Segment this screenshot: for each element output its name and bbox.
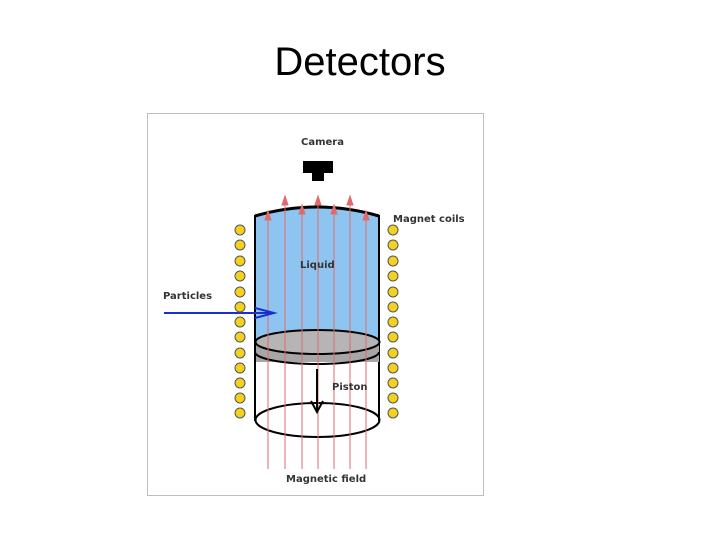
magnet-coils-left — [234, 224, 246, 419]
diagram-canvas: Camera Magnet coils Liquid Particles Pis… — [163, 137, 465, 485]
piston-down-arrow — [310, 369, 324, 415]
magnet-coils-right — [387, 224, 399, 419]
magnetic-field-lines — [264, 194, 370, 469]
bubble-chamber-diagram: Camera Magnet coils Liquid Particles Pis… — [147, 113, 484, 496]
magnetic-field-label: Magnetic field — [286, 474, 366, 485]
liquid-label: Liquid — [300, 260, 335, 271]
particle-beam-arrow — [164, 307, 278, 319]
piston-bottom-edge — [254, 351, 380, 365]
magnet-coils-label: Magnet coils — [393, 214, 465, 225]
camera-icon — [303, 161, 333, 181]
slide-title: Detectors — [274, 40, 446, 84]
camera-label: Camera — [301, 137, 344, 148]
piston-label: Piston — [332, 382, 367, 393]
particles-label: Particles — [163, 291, 212, 302]
